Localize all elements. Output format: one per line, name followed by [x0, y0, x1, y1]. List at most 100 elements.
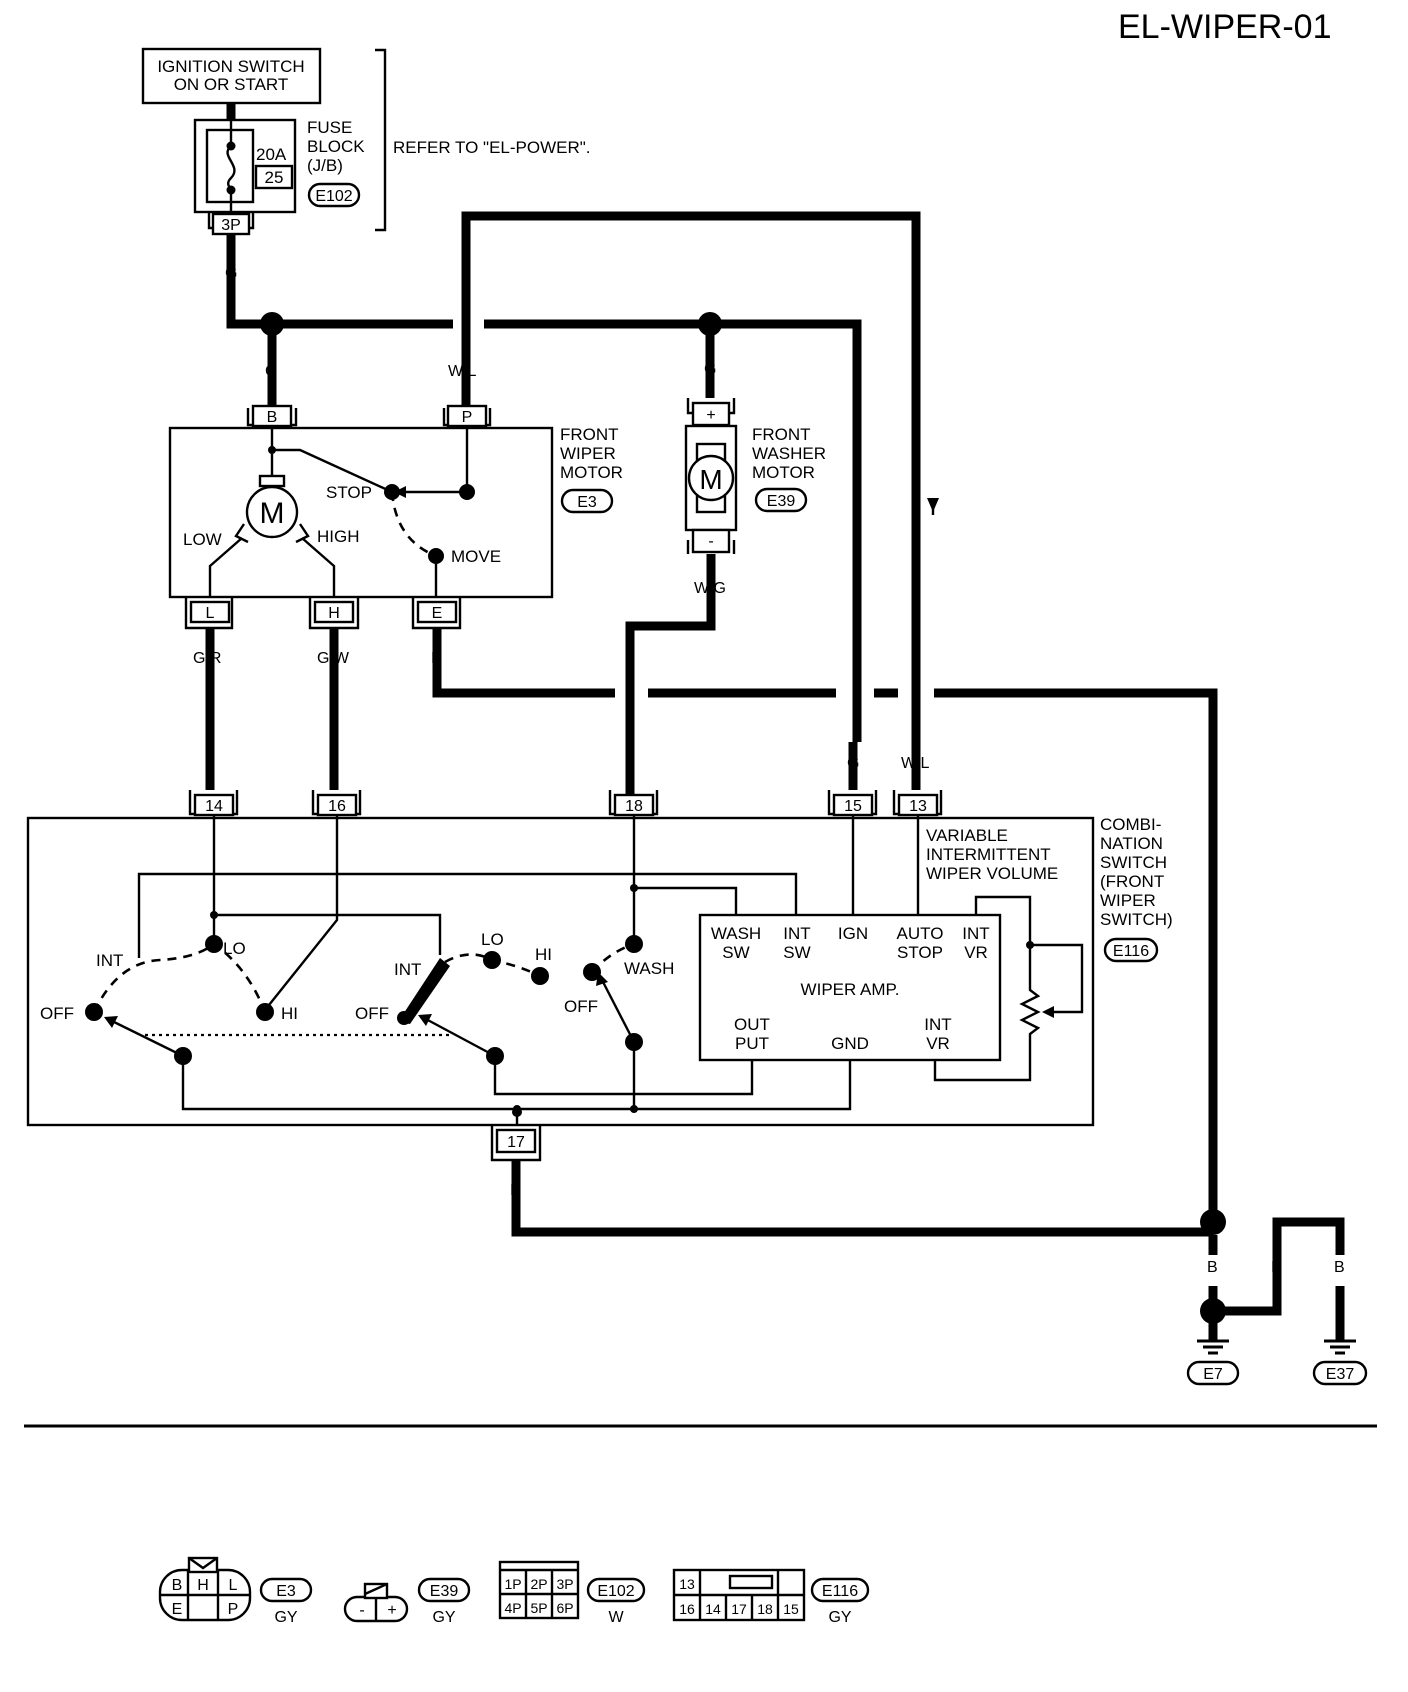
- svg-text:WASH: WASH: [624, 959, 674, 978]
- terminal-15: 15: [827, 790, 878, 817]
- front-washer-motor: + M -: [684, 398, 738, 554]
- svg-text:17: 17: [507, 1134, 525, 1151]
- svg-text:14: 14: [705, 1601, 721, 1617]
- svg-text:2P: 2P: [530, 1576, 547, 1592]
- svg-text:E39: E39: [430, 1583, 459, 1600]
- connector-legend-e39: - + E39 GY: [343, 1577, 471, 1626]
- svg-text:E116: E116: [822, 1583, 858, 1600]
- svg-text:3P: 3P: [221, 217, 241, 234]
- svg-text:4P: 4P: [504, 1600, 521, 1616]
- svg-text:25: 25: [265, 168, 284, 187]
- connector-e3-tag: E3: [560, 488, 614, 514]
- svg-text:18: 18: [757, 1601, 773, 1617]
- svg-text:M: M: [260, 497, 285, 530]
- terminal-13: 13: [892, 790, 943, 817]
- svg-text:GY: GY: [432, 1609, 455, 1626]
- svg-text:E3: E3: [577, 494, 597, 511]
- svg-text:IGN: IGN: [838, 924, 868, 943]
- svg-text:E7: E7: [1203, 1366, 1223, 1383]
- svg-text:20A: 20A: [256, 145, 287, 164]
- svg-text:E3: E3: [276, 1583, 296, 1600]
- svg-text:B: B: [267, 409, 278, 426]
- svg-text:LOW: LOW: [183, 530, 222, 549]
- svg-text:18: 18: [625, 798, 643, 815]
- connector-legend-e116: 13 16 14 17 18 15 E116 GY: [672, 1568, 870, 1626]
- svg-text:E: E: [432, 605, 443, 622]
- ground-e7: E7: [1186, 1339, 1240, 1386]
- svg-text:W/L: W/L: [448, 363, 477, 380]
- connector-legend-e102: 1P 2P 3P 4P 5P 6P E102 W: [498, 1560, 646, 1626]
- terminal-16: 16: [311, 790, 362, 817]
- svg-text:E102: E102: [315, 188, 352, 205]
- svg-text:B: B: [1271, 1259, 1282, 1276]
- connector-legend-e3: B H L E P E3 GY: [158, 1556, 313, 1626]
- svg-text:L: L: [229, 1577, 238, 1594]
- svg-text:H: H: [328, 605, 340, 622]
- svg-text:+: +: [706, 407, 715, 424]
- connector-e39-tag: E39: [754, 487, 808, 513]
- refer-note: REFER TO "EL-POWER".: [393, 138, 591, 157]
- svg-text:B: B: [431, 650, 442, 667]
- svg-text:OFF: OFF: [40, 1004, 74, 1023]
- svg-text:OFF: OFF: [355, 1004, 389, 1023]
- terminal-17: 17: [490, 1107, 542, 1162]
- svg-text:5P: 5P: [530, 1600, 547, 1616]
- svg-text:15: 15: [844, 798, 862, 815]
- svg-text:W: W: [608, 1609, 624, 1626]
- svg-text:STOP: STOP: [326, 483, 372, 502]
- svg-text:-: -: [708, 533, 713, 550]
- svg-text:P: P: [228, 1601, 239, 1618]
- fuse-block: 20A 25: [193, 118, 297, 214]
- terminal-18: 18: [608, 790, 659, 817]
- svg-text:B: B: [510, 1182, 521, 1199]
- svg-text:GY: GY: [274, 1609, 297, 1626]
- svg-text:17: 17: [731, 1601, 747, 1617]
- svg-text:HIGH: HIGH: [317, 527, 360, 546]
- fuse-terminal-3p: 3P: [207, 212, 255, 236]
- svg-text:L: L: [206, 605, 215, 622]
- svg-text:13: 13: [679, 1576, 695, 1592]
- svg-text:INT: INT: [96, 951, 123, 970]
- svg-text:E116: E116: [1113, 943, 1149, 960]
- svg-text:G/W: G/W: [317, 650, 350, 667]
- connector-e102-tag: E102: [307, 182, 361, 208]
- svg-text:OFF: OFF: [564, 997, 598, 1016]
- svg-text:G/R: G/R: [193, 650, 221, 667]
- svg-text:GY: GY: [828, 1609, 851, 1626]
- connector-e116-tag: E116: [1103, 937, 1159, 963]
- svg-text:B: B: [1207, 1259, 1218, 1276]
- svg-text:6P: 6P: [556, 1600, 573, 1616]
- svg-text:P: P: [462, 409, 473, 426]
- svg-text:GND: GND: [831, 1034, 869, 1053]
- svg-text:+: +: [387, 1602, 396, 1619]
- svg-text:B: B: [172, 1577, 183, 1594]
- svg-text:INT: INT: [394, 960, 421, 979]
- ground-e37: E37: [1312, 1339, 1368, 1386]
- svg-text:13: 13: [909, 798, 927, 815]
- svg-text:LO: LO: [481, 930, 504, 949]
- svg-text:15: 15: [783, 1601, 799, 1617]
- svg-text:HI: HI: [535, 945, 552, 964]
- svg-text:WIPER AMP.: WIPER AMP.: [801, 980, 900, 999]
- svg-text:MOVE: MOVE: [451, 547, 501, 566]
- svg-text:3P: 3P: [556, 1576, 573, 1592]
- svg-text:E39: E39: [767, 493, 796, 510]
- page-code: EL-WIPER-01: [1118, 8, 1332, 46]
- svg-text:W/G: W/G: [694, 580, 726, 597]
- svg-text:E: E: [172, 1601, 183, 1618]
